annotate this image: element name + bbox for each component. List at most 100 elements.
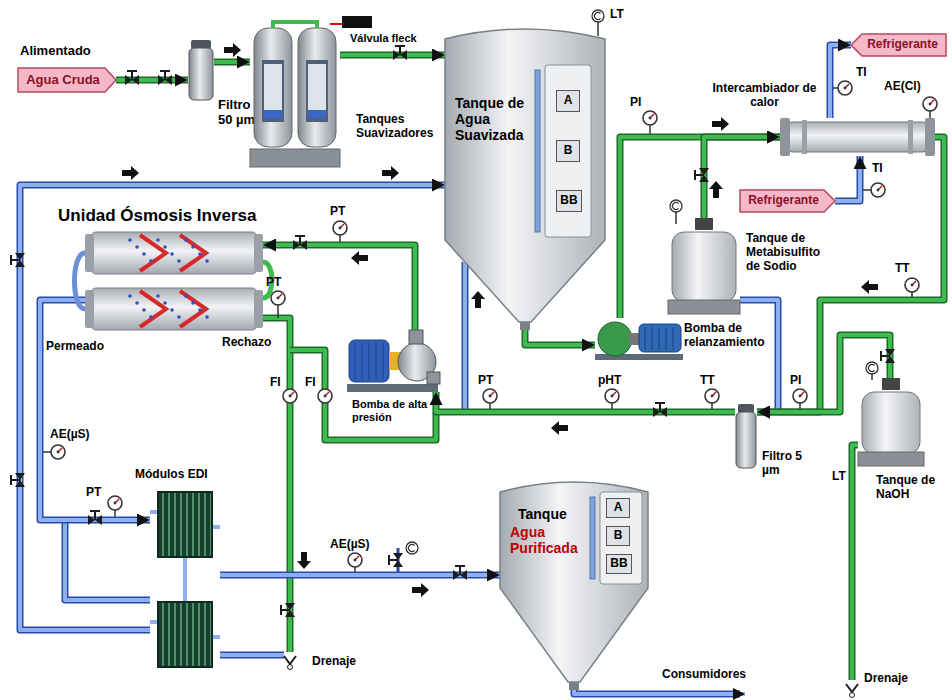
drawing-part [695,218,713,230]
coolant-inlet: Refrigerante [740,190,835,212]
level-switch: BB [556,190,582,212]
drawing-part [597,22,599,36]
instrument-tag: Drenaje [312,655,356,669]
drawing-part [142,308,146,312]
drawing-part [668,300,740,314]
instrument-tag: Rechazo [222,336,271,350]
node-label: Tanque de Agua Suavizada [455,95,537,143]
drawing-part [262,60,284,122]
instrument-tag: PT [478,374,493,388]
drawing-part [545,65,591,237]
drawing-part [362,343,363,379]
drawing-part [224,43,241,57]
text-slot: PI [790,374,801,388]
text-slot: FI [305,376,316,390]
drawing-part [846,684,858,698]
text-slot: AE(µS) [50,428,90,442]
text-slot: TI [856,66,867,80]
instrument-tag: AE(µS) [330,538,370,552]
drawing-part [788,122,927,152]
drawing-part [254,28,292,147]
drawing-part [412,583,429,597]
pipe-connector [20,185,445,630]
softener-tanks-shape [250,22,340,167]
instrument-tag: Drenaje [864,672,908,686]
drawing-part [125,71,139,85]
node-label: Alimentado [20,44,91,59]
drawing-part [149,315,153,319]
text-slot: Drenaje [312,655,356,669]
drawing-part [802,120,807,154]
drawing-part [393,46,407,60]
pipe-connector [263,245,415,330]
drawing-part [298,28,336,147]
node-label: Intercambiador de calor [712,82,817,110]
pipe-connector [620,137,780,318]
drawing-part [382,166,399,180]
drawing-part [871,183,885,197]
drawing-part [263,318,290,652]
level-switch: A [606,498,630,518]
naoh-tank-shape [858,378,924,470]
cartridge-filter: Filtro 50 µm [188,40,214,102]
drawing-part [673,327,674,350]
instrument-tag: TT [895,262,910,276]
pipe-connector [525,330,595,345]
instrument-tag: Permeado [46,340,104,354]
text-slot: B [564,144,573,158]
pipe-part [340,52,445,59]
text-slot: AE(Cl) [884,80,921,94]
drawing-part [348,553,362,567]
pipe-part [263,245,415,330]
level-switch: B [606,526,630,546]
pipe-part [40,300,150,520]
naoh-tank: Tanque de NaOH [858,378,924,470]
booster-pump: Bomba de relanzamiento [595,318,683,360]
drawing-part [355,343,356,379]
text-slot: Drenaje [864,672,908,686]
drawing-part [376,343,377,379]
drawing-part [191,301,195,305]
instrument-tag: PI [630,96,641,110]
drawing-part [500,482,648,682]
drawing-part [858,452,924,466]
instrument-tag: TI [856,66,867,80]
instrument-tag: Válvula fleck [350,32,417,45]
drawing-part [75,253,86,309]
instrument-tag: pHT [598,374,621,388]
node-label: Módulos EDI [135,468,245,482]
drawing-part [318,389,332,403]
drawing-part [793,389,807,403]
drawing-part [205,259,209,263]
drawing-part [142,252,146,256]
node-label: Unidad Ósmosis Inversa [58,206,318,226]
drawing-part [709,181,723,198]
text-slot: Unidad Ósmosis Inversa [58,206,318,226]
drawing-part [177,315,181,319]
drawing-part [607,499,630,518]
pipe-part [20,185,445,630]
instrument-tag: PT [86,486,101,500]
drawing-part [659,327,660,350]
drawing-part [347,384,438,392]
drawing-part [629,333,639,345]
reverse-osmosis-unit-shape [85,232,263,330]
drawing-part [925,118,935,156]
drawing-part [483,389,497,403]
drawing-part [271,291,285,305]
text-slot: Bomba de alta presión [352,398,430,423]
drawing-part [140,235,166,271]
drawing-part [108,496,122,510]
drawing-part [712,117,729,131]
text-slot: Módulos EDI [135,468,245,482]
drawing-part [409,330,423,344]
pipe-part [263,245,415,330]
drawing-part [672,232,736,302]
drawing-part [128,238,132,242]
drawing-part [205,315,209,319]
drawing-part [607,527,630,546]
cartridge-filter-shape [735,404,757,470]
instrument-tag: LT [610,8,624,22]
pipe-connector [436,392,735,412]
pipe-part [40,300,150,520]
